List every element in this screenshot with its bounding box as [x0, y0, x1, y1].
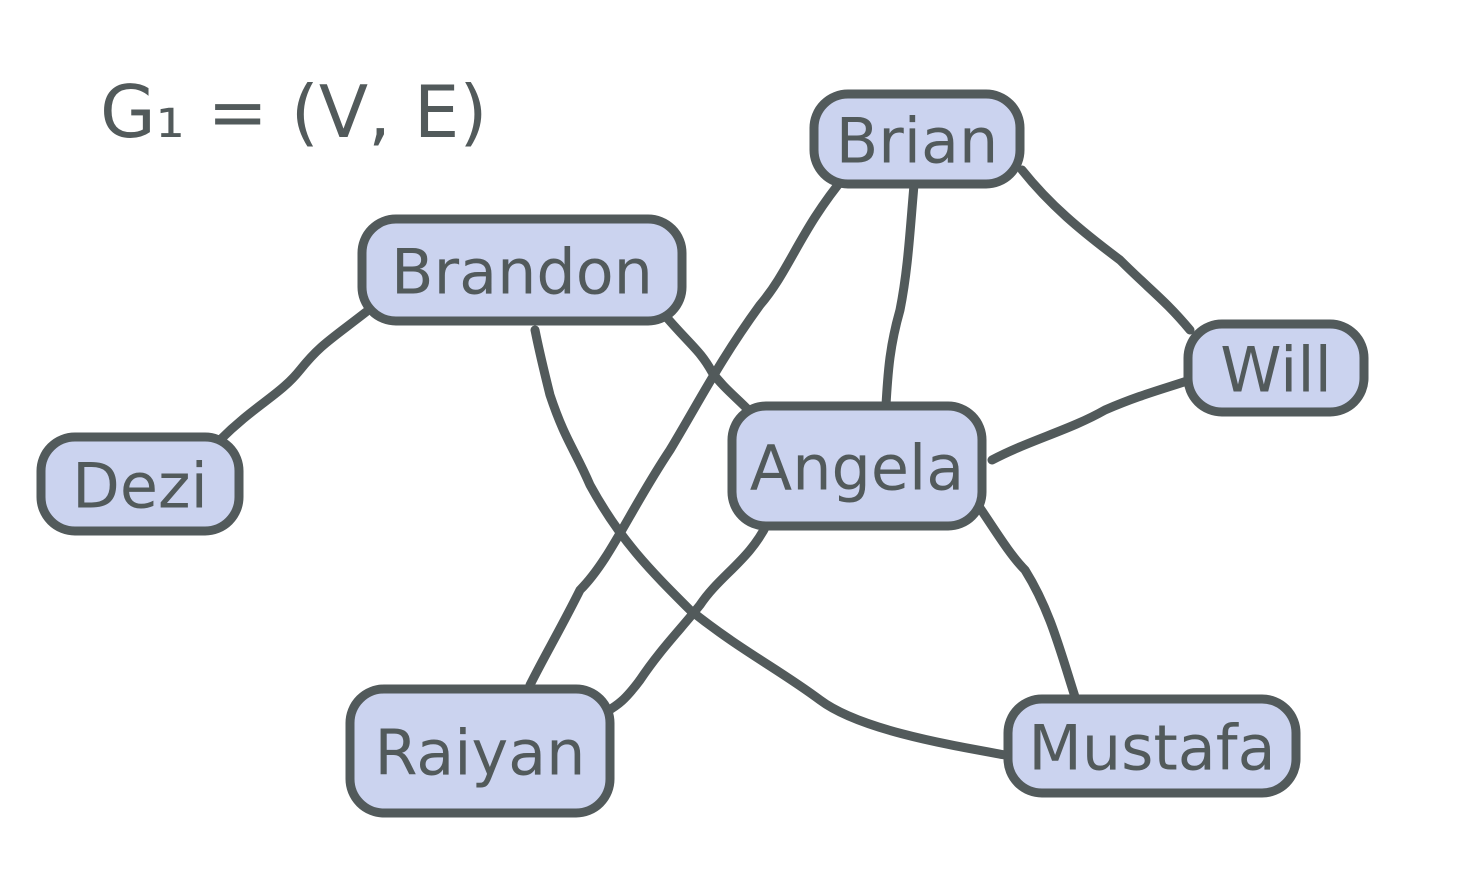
node-label-brian: Brian	[836, 105, 999, 178]
node-box-brandon	[357, 214, 687, 326]
node-brian: Brian	[809, 89, 1025, 189]
edge-angela-mustafa	[971, 497, 1081, 705]
node-label-raiyan: Raiyan	[375, 717, 586, 790]
node-label-will: Will	[1220, 334, 1332, 407]
node-angela: Angela	[727, 401, 987, 531]
node-label-brandon: Brandon	[391, 236, 653, 309]
node-box-will	[1183, 319, 1369, 417]
edge-brian-raiyan	[525, 170, 851, 690]
node-label-dezi: Dezi	[72, 450, 208, 523]
graph-title: G₁ = (V, E)	[100, 70, 487, 154]
node-label-angela: Angela	[750, 432, 964, 505]
node-dezi: Dezi	[36, 432, 244, 536]
node-label-mustafa: Mustafa	[1028, 712, 1275, 785]
node-will: Will	[1183, 319, 1369, 417]
node-brandon: Brandon	[357, 214, 687, 326]
edge-angela-will	[987, 375, 1195, 465]
node-box-raiyan	[345, 684, 615, 818]
edge-brandon-dezi	[215, 307, 371, 445]
edge-angela-raiyan	[601, 517, 773, 717]
node-mustafa: Mustafa	[1003, 694, 1301, 798]
node-box-dezi	[36, 432, 244, 536]
node-raiyan: Raiyan	[345, 684, 615, 818]
node-box-angela	[727, 401, 987, 531]
node-box-brian	[809, 89, 1025, 189]
edge-brandon-mustafa	[530, 325, 1010, 760]
edge-brian-angela	[881, 180, 919, 410]
node-box-mustafa	[1003, 694, 1301, 798]
edge-brian-will	[1017, 165, 1195, 335]
edges-layer	[215, 165, 1195, 760]
